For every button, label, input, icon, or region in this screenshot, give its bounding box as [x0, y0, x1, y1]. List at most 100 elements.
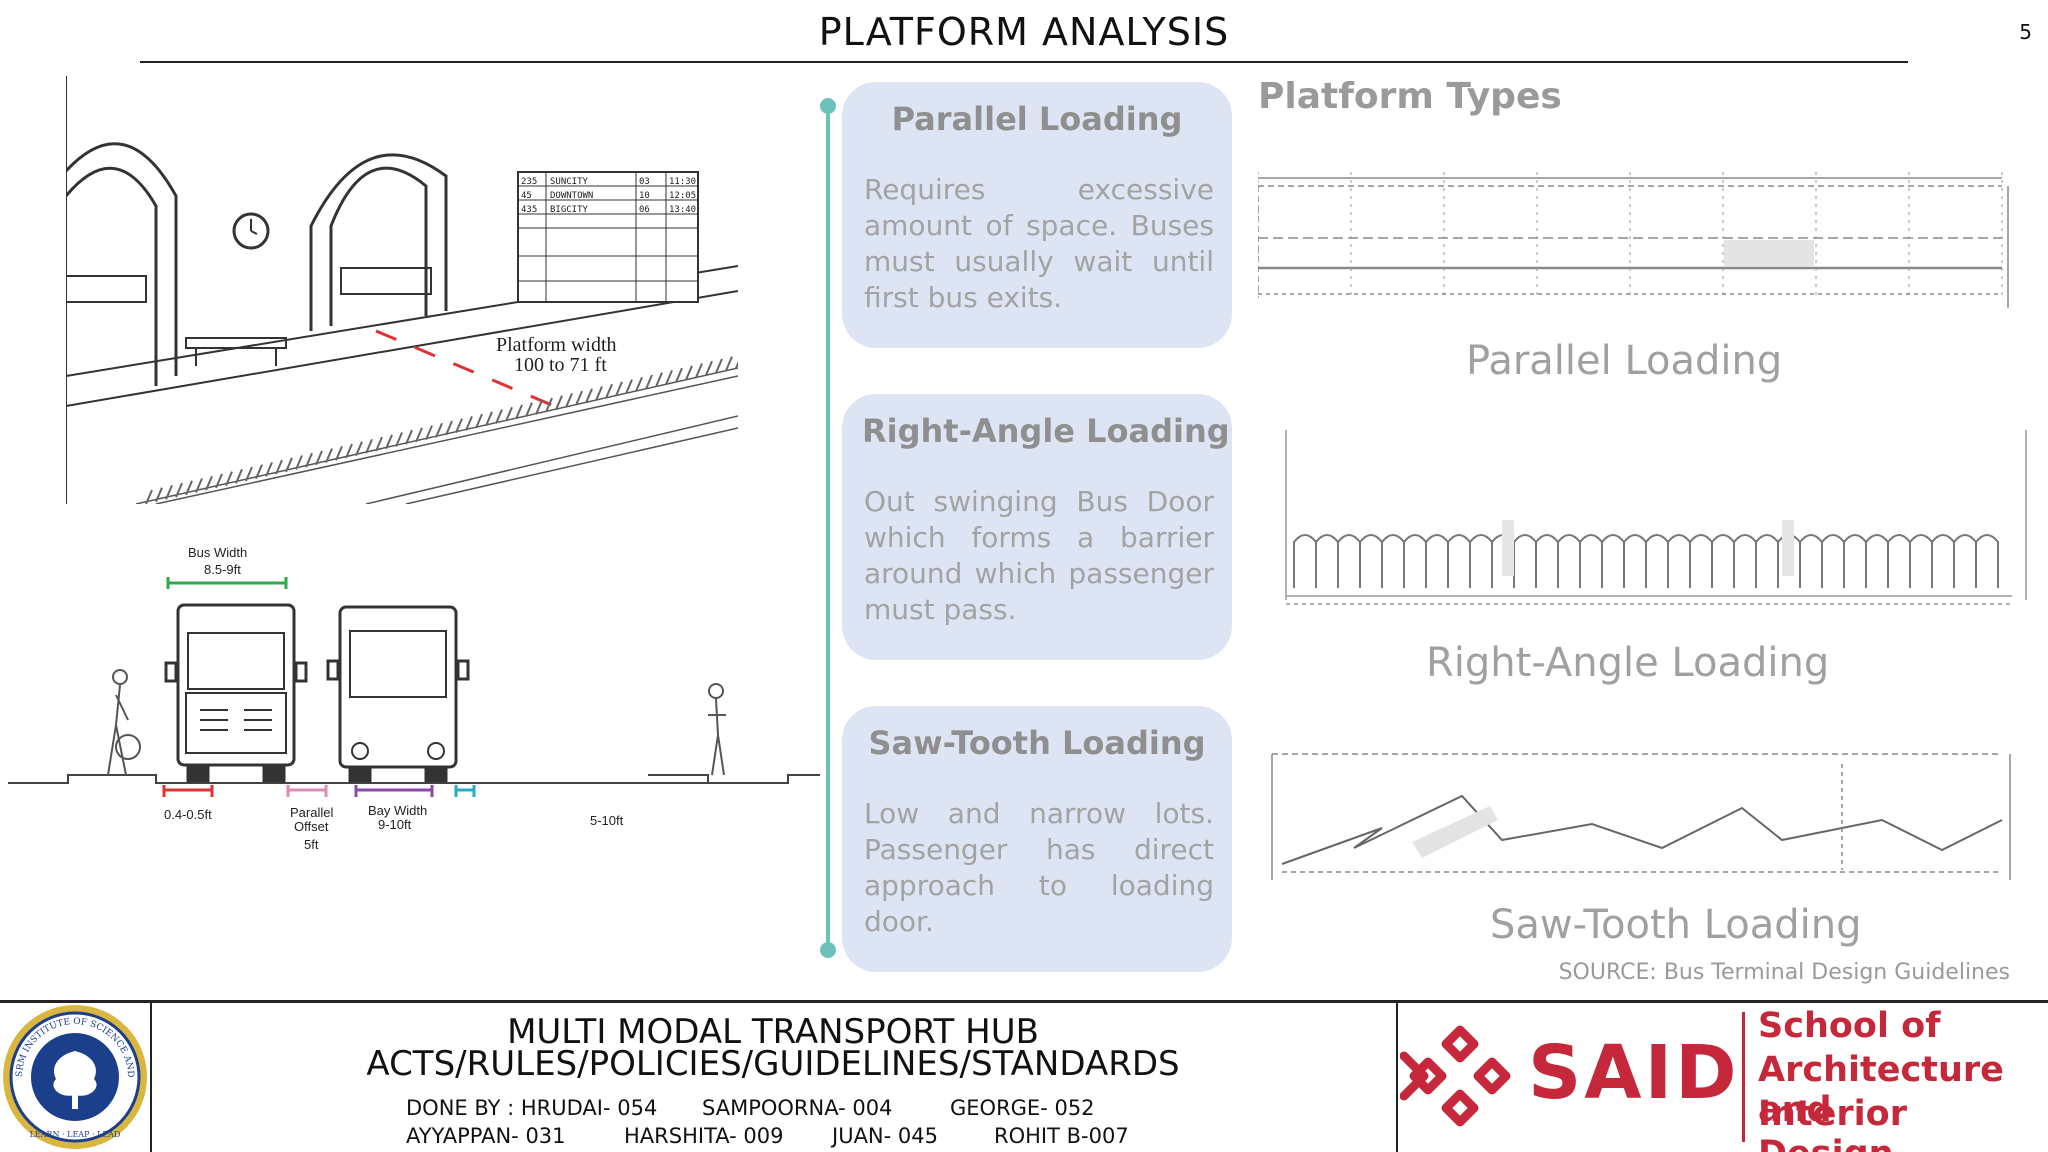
- track-tie: [485, 411, 493, 427]
- track-tie: [705, 360, 713, 376]
- track-tie: [725, 356, 733, 371]
- track-tie: [675, 367, 683, 383]
- card-title: Parallel Loading: [891, 100, 1183, 138]
- card-text: Low and narrow lots. Passenger has direc…: [864, 797, 1214, 938]
- member-entry: ROHIT B-007: [994, 1124, 1129, 1148]
- track-tie: [595, 386, 603, 401]
- member-entry: GEORGE- 052: [950, 1096, 1095, 1120]
- track-tie: [655, 372, 663, 388]
- card-title: Right-Angle Loading: [862, 412, 1230, 450]
- board-cell: 13:40: [669, 205, 696, 215]
- track-tie: [185, 480, 193, 496]
- curb-value: 0.4-0.5ft: [164, 807, 212, 822]
- card-title: Saw-Tooth Loading: [868, 724, 1206, 762]
- board-cell: 10: [639, 191, 650, 201]
- bus-width-label: Bus Width: [188, 545, 247, 560]
- track-tie: [495, 409, 503, 424]
- track-tie: [695, 363, 703, 378]
- parallel-offset-label: Parallel: [290, 805, 333, 820]
- platform-width-value: 100 to 71 ft: [514, 354, 607, 376]
- track-tie: [415, 427, 423, 443]
- track-tie: [645, 374, 653, 390]
- platform-width-label: Platform width: [496, 334, 617, 356]
- board-cell: 45: [521, 191, 532, 201]
- track-tie: [555, 395, 563, 411]
- track-tie: [435, 422, 443, 438]
- track-tie: [205, 475, 213, 491]
- track-tie: [235, 468, 243, 484]
- timeline-dot-bottom: [820, 942, 836, 958]
- track-tie: [265, 462, 273, 477]
- bus-width-value: 8.5-9ft: [204, 562, 241, 577]
- title-divider: [140, 61, 1908, 63]
- track-tie: [375, 436, 383, 452]
- member-entry: HARSHITA- 009: [624, 1124, 784, 1148]
- track-tie: [325, 448, 333, 463]
- side-clearance-value: 5-10ft: [590, 813, 624, 828]
- track-tie: [625, 379, 633, 394]
- track-tie: [505, 406, 513, 422]
- member-entry: SAMPOORNA- 004: [702, 1096, 893, 1120]
- track-tie: [345, 443, 353, 459]
- track-tie: [465, 416, 473, 431]
- right-angle-loading-label: Right-Angle Loading: [1426, 640, 1830, 686]
- board-cell: 03: [639, 177, 650, 187]
- parallel-loading-drawing: [1258, 172, 2009, 308]
- bus-bay-section: Bus Width 8.5-9ft 0.4-0.5ft Parallel Off…: [8, 545, 820, 852]
- track-tie: [165, 485, 173, 500]
- school-name-line-1: School of: [1758, 1006, 1941, 1046]
- track-tie: [255, 464, 263, 480]
- saw-tooth-loading-drawing: [1271, 753, 2011, 880]
- track-tie: [575, 390, 583, 406]
- track-tie: [615, 381, 623, 397]
- track-tie: [535, 399, 543, 415]
- track-tie: [285, 457, 293, 473]
- track-tie: [515, 404, 523, 420]
- saw-tooth-loading-label: Saw-Tooth Loading: [1490, 902, 1862, 948]
- track-tie: [455, 418, 463, 434]
- track-tie: [175, 482, 183, 498]
- track-tie: [635, 376, 643, 392]
- track-tie: [305, 452, 313, 468]
- board-cell: BIGCITY: [550, 205, 589, 215]
- footer-divider: [1396, 1000, 1398, 1152]
- institute-seal-logo: SRM INSTITUTE OF SCIENCE AND TECHNOLOGY …: [0, 1003, 147, 1149]
- logo-divider: [1742, 1012, 1745, 1142]
- member-entry: AYYAPPAN- 031: [406, 1124, 566, 1148]
- platform-types-heading: Platform Types: [1258, 76, 1562, 117]
- board-cell: DOWNTOWN: [550, 191, 593, 201]
- timeline-dot-top: [820, 98, 836, 114]
- track-tie: [245, 466, 253, 482]
- footer: [0, 1000, 2048, 1152]
- pedestrian-left: [107, 669, 141, 776]
- board-cell: 11:30: [669, 177, 696, 187]
- bus-front-view: [326, 605, 470, 783]
- track-tie: [585, 388, 593, 404]
- track-tie: [315, 450, 323, 466]
- card-saw-tooth-loading: Saw-Tooth Loading Low and narrow lots. P…: [842, 706, 1232, 972]
- track-tie: [295, 455, 303, 470]
- said-logo-text: SAID: [1528, 1030, 1740, 1116]
- project-subtitle: ACTS/RULES/POLICIES/GUIDELINES/STANDARDS: [366, 1044, 1180, 1084]
- track-tie: [195, 478, 203, 493]
- card-parallel-loading: Parallel Loading Requires excessive amou…: [842, 82, 1232, 348]
- parallel-loading-label: Parallel Loading: [1466, 338, 1783, 384]
- page-title: PLATFORM ANALYSIS: [818, 10, 1230, 54]
- school-name-line-2: Architecture and: [1758, 1050, 2004, 1130]
- board-cell: 235: [521, 177, 537, 187]
- track-tie: [665, 370, 673, 385]
- track-tie: [715, 358, 723, 374]
- track-tie: [735, 361, 738, 369]
- bay-width-label: Bay Width: [368, 803, 427, 818]
- board-cell: SUNCITY: [550, 177, 589, 187]
- card-text: Requires excessive amount of space. Buse…: [864, 173, 1214, 314]
- track-tie: [445, 420, 453, 436]
- parallel-offset-value: 5ft: [304, 837, 319, 852]
- card-text: Out swinging Bus Door which forms a barr…: [864, 485, 1214, 626]
- bay-width-value: 9-10ft: [378, 817, 412, 832]
- board-cell: 12:05: [669, 191, 696, 201]
- track-tie: [355, 441, 363, 457]
- track-tie: [335, 445, 343, 461]
- track-tie: [215, 473, 223, 489]
